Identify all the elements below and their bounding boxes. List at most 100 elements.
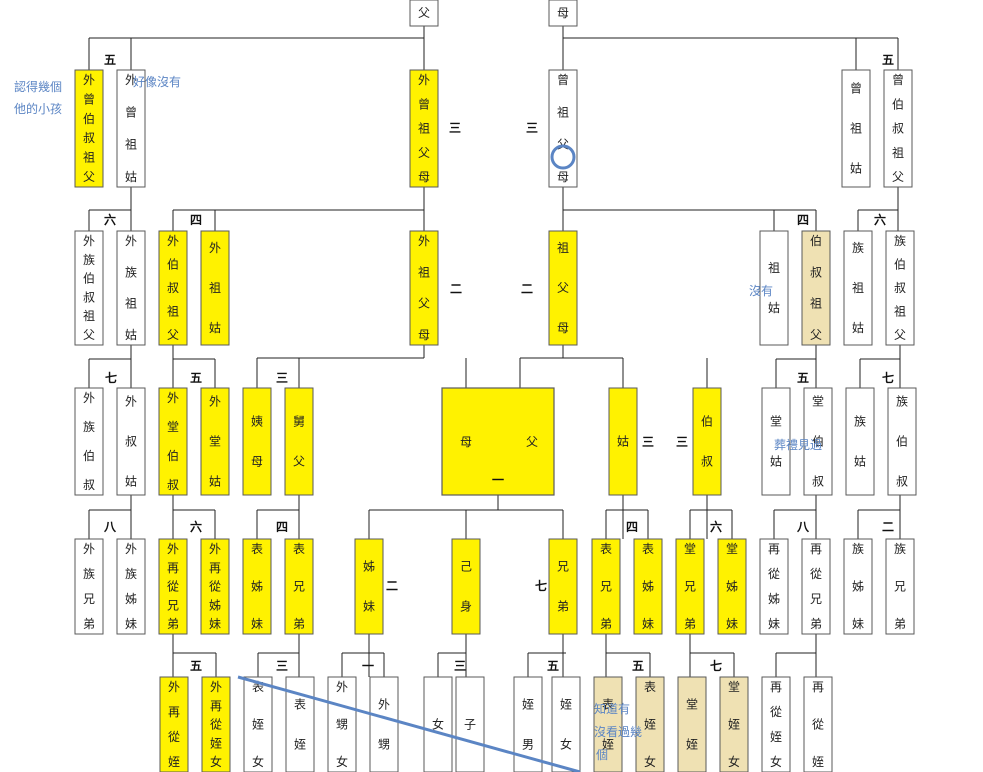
annotation-note: 沒看過幾 [594,725,642,739]
kin-box-rect [409,0,439,27]
kin-box-r4-k: 表姊妹 [633,538,663,635]
kin-box-r3-d: 外堂姑 [200,387,230,496]
kin-box-rect [885,538,915,635]
kin-box-char: 伯 [83,111,95,126]
kin-box-char: 祖 [418,264,430,279]
kin-box-char: 弟 [557,600,569,614]
kin-box-char: 外 [336,680,348,694]
kin-box-char: 伯 [812,434,824,449]
kin-box-char: 曾 [892,73,904,87]
kin-box-char: 姑 [850,162,862,176]
kin-box-char: 叔 [83,478,95,492]
kin-box-r5-p: 再從姪 [803,676,833,772]
kin-box-rect [591,538,621,635]
kin-box-char: 族 [852,542,864,556]
kin-box-char: 從 [209,580,221,594]
kin-box-char: 曾 [557,73,569,87]
kin-box-char: 外 [378,698,390,712]
kin-box-char: 祖 [557,240,569,255]
degree-label: 一 [362,659,374,673]
kin-box-char: 父 [418,6,430,20]
kin-box-char: 族 [83,253,95,267]
kin-box-rect [801,230,831,346]
kin-box-char: 叔 [125,435,137,449]
kin-box-char: 叔 [83,131,95,145]
kin-box-char: 姑 [852,321,864,335]
kin-box-r4-p: 族姊妹 [843,538,873,635]
kin-box-rect [761,387,791,496]
kin-box-char: 姪 [560,698,572,712]
kin-box-rect [593,676,623,772]
kin-box-char: 女 [560,737,572,752]
kin-box-r3-h: 伯叔 [692,387,722,496]
kin-box-char: 身 [460,599,472,614]
degree-label: 三 [526,121,538,135]
kin-box-char: 叔 [167,478,179,492]
kin-box-rect [551,676,581,772]
kin-box-char: 叔 [812,475,824,489]
kin-box-r3-i: 堂姑 [761,387,791,496]
degree-label: 七 [105,371,117,385]
kin-box-char: 曾 [125,105,137,119]
kin-box-char: 姪 [644,718,656,732]
kin-box-char: 外 [125,395,137,409]
kin-box-char: 兄 [684,580,696,594]
kin-box-char: 己 [460,560,472,574]
kin-box-char: 女 [336,754,348,769]
kin-box-char: 兄 [83,592,95,606]
annotation-note: 沒有 [749,284,773,298]
kin-box-rect [116,230,146,346]
kin-box-r3-g: 姑 [608,387,638,496]
kin-box-char: 姪 [812,755,824,769]
kin-box-char: 母 [251,455,263,469]
kin-box-char: 姨 [251,415,263,429]
kin-box-rect [761,676,791,772]
kin-box-char: 父 [83,170,95,184]
kin-box-rect [677,676,707,772]
kin-box-char: 堂 [726,542,738,556]
degree-label: 二 [450,282,462,296]
kin-box-char: 族 [83,567,95,581]
kin-box-char: 再 [167,561,179,575]
kin-box-rect [883,69,913,188]
degree-label: 六 [190,519,202,534]
kin-box-r5-g: 女 [423,676,453,772]
kin-box-char: 伯 [701,414,713,429]
kin-box-rect [451,538,481,635]
kin-box-char: 父 [418,146,430,160]
kin-box-char: 姊 [209,598,221,612]
kin-box-r5-c: 表姪女 [243,676,273,772]
kin-box-char: 外 [167,391,179,405]
degree-label: 七 [535,579,547,593]
degree-label: 三 [449,121,461,135]
kin-box-char: 外 [168,680,180,694]
kin-box-rect [843,538,873,635]
kin-box-char: 父 [892,170,904,184]
kin-box-rect [409,230,439,346]
kin-box-r4-e: 表姊妹 [242,538,272,635]
degree-label: 六 [710,519,722,534]
kin-box-char: 從 [812,718,824,732]
kin-box-rect [843,230,873,346]
kin-box-char: 表 [644,680,656,694]
kin-box-char: 弟 [810,617,822,631]
degree-label: 七 [882,371,894,385]
kin-box-char: 姪 [294,738,306,752]
kin-box-char: 從 [167,580,179,594]
kin-box-char: 叔 [894,281,906,295]
kin-box-char: 女 [210,754,222,769]
kin-box-char: 外 [209,395,221,409]
kin-box-rect [159,676,189,772]
kin-box-r5-n: 堂姪女 [719,676,749,772]
kin-box-char: 從 [210,718,222,732]
kin-box-char: 弟 [83,617,95,631]
degree-label: 三 [276,371,288,385]
kin-box-r3-b: 外叔姑 [116,387,146,496]
